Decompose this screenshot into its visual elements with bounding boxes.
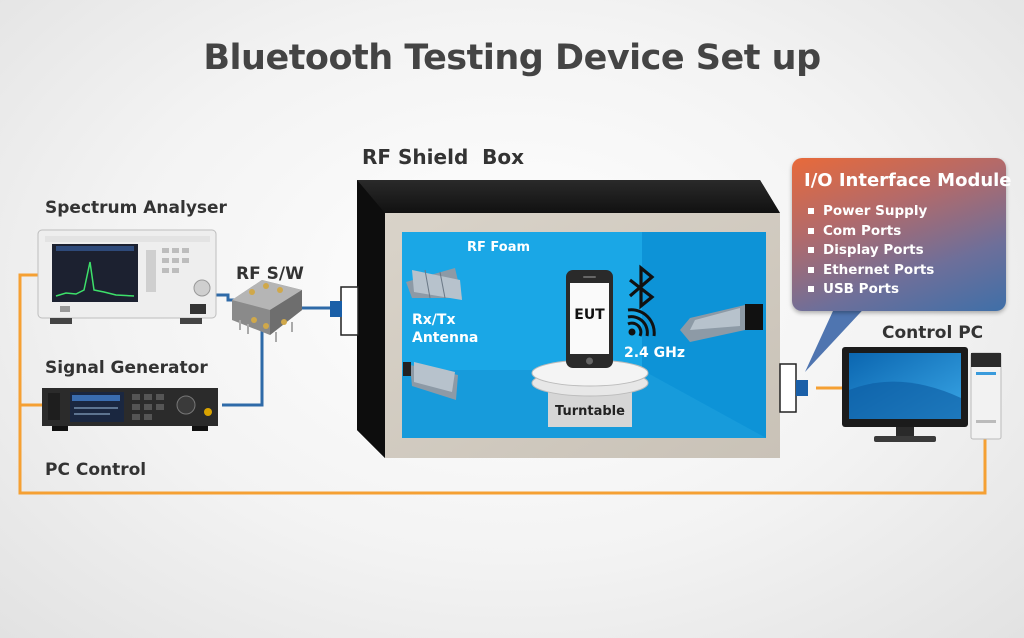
rf-shield-box-label: RF Shield Box xyxy=(362,145,525,169)
spectrum-analyser-device xyxy=(37,229,217,324)
io-list-item: USB Ports xyxy=(808,280,934,300)
bullet-icon xyxy=(808,247,814,253)
io-list-item: Ethernet Ports xyxy=(808,261,934,281)
frequency-label: 2.4 GHz xyxy=(624,345,686,361)
io-interface-module-panel: I/O Interface Module Power Supply Com Po… xyxy=(792,158,1012,311)
io-module-title: I/O Interface Module xyxy=(804,170,1012,191)
antenna-right xyxy=(680,304,763,342)
turntable-label: Turntable xyxy=(555,404,625,419)
shield-rf-port xyxy=(340,286,359,336)
eut-label: EUT xyxy=(574,307,605,323)
rf-foam-label: RF Foam xyxy=(467,240,531,255)
rf-switch-label: RF S/W xyxy=(236,264,304,284)
antenna-left-lower xyxy=(403,362,458,400)
pc-control-label: PC Control xyxy=(45,460,147,480)
io-list-item: Com Ports xyxy=(808,222,934,242)
shield-rf-connector xyxy=(330,301,342,317)
bluetooth-icon xyxy=(628,264,655,310)
antenna-left-upper xyxy=(406,268,462,300)
rf-switch-device xyxy=(232,280,302,342)
signal-generator-device xyxy=(42,388,218,431)
shield-io-port xyxy=(779,363,797,413)
wireless-signal-icon xyxy=(627,308,656,337)
signal-generator-label: Signal Generator xyxy=(45,358,208,378)
io-callout-pointer xyxy=(805,300,872,372)
bullet-icon xyxy=(808,227,814,234)
shield-io-connector xyxy=(796,380,808,396)
io-module-list: Power Supply Com Ports Display Ports Eth… xyxy=(808,202,934,300)
eut-phone xyxy=(566,270,613,368)
antenna-label: Rx/Tx Antenna xyxy=(412,312,479,346)
bullet-icon xyxy=(808,286,814,292)
bullet-icon xyxy=(808,208,814,214)
page-title: Bluetooth Testing Device Set up xyxy=(203,38,821,78)
bullet-icon xyxy=(808,266,814,273)
io-list-item: Display Ports xyxy=(808,241,934,261)
control-pc-device xyxy=(842,347,1002,442)
io-list-item: Power Supply xyxy=(808,202,934,222)
control-pc-label: Control PC xyxy=(882,323,984,343)
spectrum-analyser-label: Spectrum Analyser xyxy=(45,198,227,218)
